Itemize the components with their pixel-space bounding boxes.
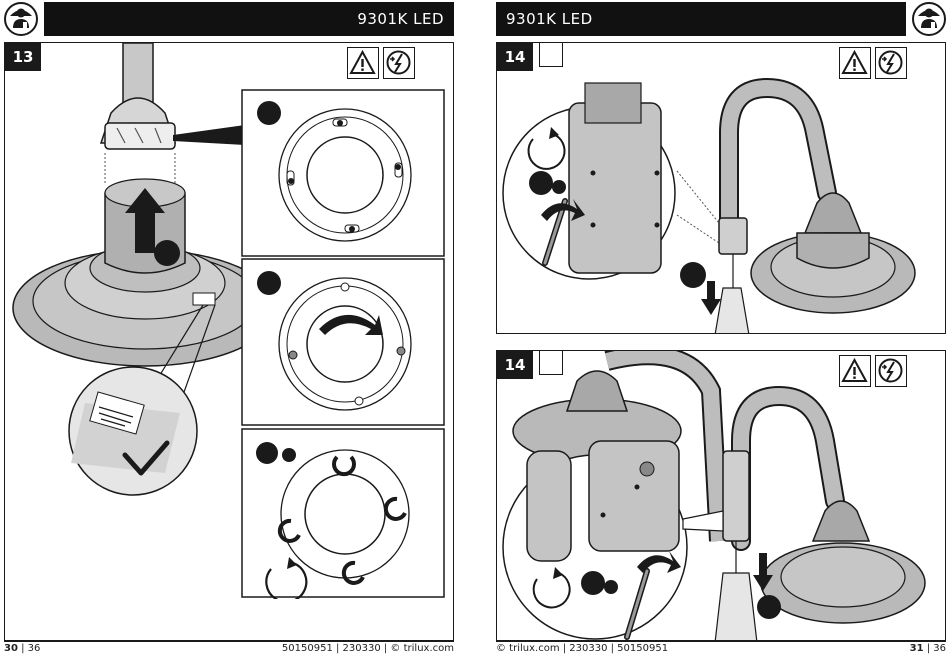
page-number: 31 <box>910 643 924 654</box>
footer-page-number: 31 | 36 <box>910 643 946 655</box>
warning-icons <box>839 355 907 387</box>
step-tab <box>539 350 563 375</box>
power-disconnect-icon <box>875 355 907 387</box>
power-disconnect-icon <box>383 47 415 79</box>
left-page: 9301K LED 13 <box>0 0 474 659</box>
footer-rule <box>4 640 454 641</box>
footer-doc-info: 50150951 | 230330 | © trilux.com <box>282 643 454 655</box>
warning-triangle-icon <box>347 47 379 79</box>
step-14-panel-a: 14 <box>496 42 946 334</box>
warning-triangle-icon <box>839 47 871 79</box>
step-13-panel: 13 <box>4 42 454 642</box>
step-number: 13 <box>5 43 41 71</box>
power-disconnect-icon <box>875 47 907 79</box>
page-title: 9301K LED <box>44 2 454 36</box>
step-number: 14 <box>497 351 533 379</box>
right-page: 9301K LED 14 <box>476 0 950 659</box>
footer-rule <box>496 640 946 641</box>
step-14-panel-b: 14 <box>496 350 946 642</box>
step-14b-illustration <box>497 351 946 642</box>
step-14a-illustration <box>497 43 946 334</box>
warning-icons <box>347 47 415 79</box>
page-total: | 36 <box>927 643 946 654</box>
electrician-person-icon <box>4 2 38 36</box>
warning-icons <box>839 47 907 79</box>
step-tab <box>539 42 563 67</box>
page-number: 30 <box>4 643 18 654</box>
electrician-person-icon <box>912 2 946 36</box>
warning-triangle-icon <box>839 355 871 387</box>
page-total: | 36 <box>21 643 40 654</box>
footer-doc-info: © trilux.com | 230330 | 50150951 <box>496 643 668 655</box>
detail-panels <box>241 89 447 599</box>
page-title: 9301K LED <box>496 2 906 36</box>
step-number: 14 <box>497 43 533 71</box>
footer-page-number: 30 | 36 <box>4 643 40 655</box>
